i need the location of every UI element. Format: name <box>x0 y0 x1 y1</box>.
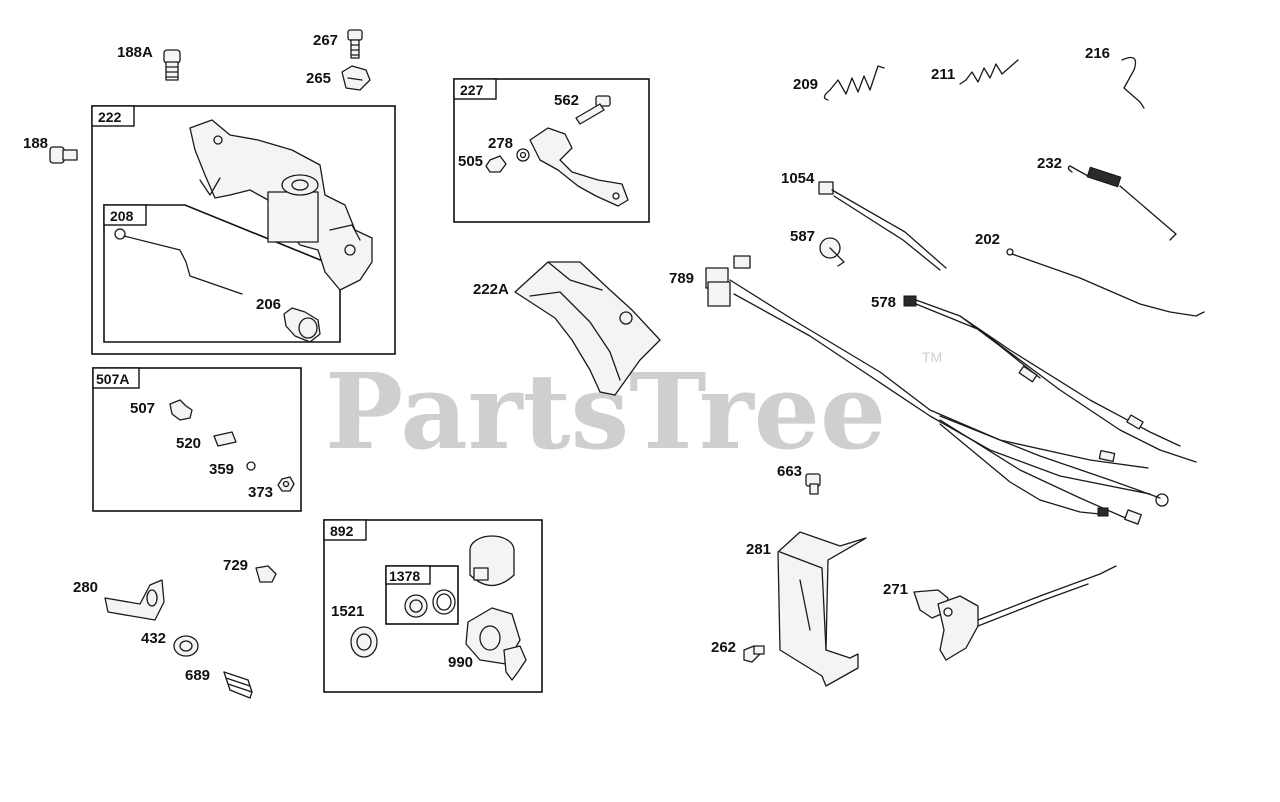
callout-280[interactable]: 280 <box>73 579 98 596</box>
box-label-222: 222 <box>98 109 122 125</box>
cable-tie-1054-part[interactable] <box>818 181 947 271</box>
lever-227-part[interactable] <box>529 127 629 207</box>
callout-278[interactable]: 278 <box>488 135 513 152</box>
box-227: 227 <box>453 78 650 223</box>
callout-262[interactable]: 262 <box>711 639 736 656</box>
washer-359-part[interactable] <box>246 461 256 471</box>
callout-216[interactable]: 216 <box>1085 45 1110 62</box>
wiring-harness-789-part[interactable] <box>705 255 1169 525</box>
clip-265-part[interactable] <box>341 65 371 91</box>
nut-373-part[interactable] <box>277 476 295 492</box>
box-label-227: 227 <box>460 82 484 98</box>
throttle-bracket-part[interactable] <box>189 119 373 291</box>
rod-216-part[interactable] <box>1121 56 1145 109</box>
spring-232-part[interactable] <box>1067 165 1177 241</box>
callout-209[interactable]: 209 <box>793 76 818 93</box>
screw-663-part[interactable] <box>805 473 821 495</box>
callout-505[interactable]: 505 <box>458 153 483 170</box>
box-1378: 1378 <box>385 565 459 625</box>
callout-222A[interactable]: 222A <box>473 281 509 298</box>
box-208: 208 <box>103 204 341 343</box>
callout-206[interactable]: 206 <box>256 296 281 313</box>
clip-729-part[interactable] <box>255 565 277 583</box>
callout-1521[interactable]: 1521 <box>331 603 364 620</box>
callout-188A[interactable]: 188A <box>117 44 153 61</box>
knob-206-part[interactable] <box>283 307 321 343</box>
box-222: 222 <box>91 105 396 355</box>
throttle-lever-222A-part[interactable] <box>514 261 661 396</box>
callout-373[interactable]: 373 <box>248 484 273 501</box>
governor-rod-part[interactable] <box>114 228 243 295</box>
key-switch-990-part[interactable] <box>465 607 527 681</box>
ignition-switch-part[interactable] <box>469 535 515 587</box>
callout-267[interactable]: 267 <box>313 32 338 49</box>
nut-ring-1378-part[interactable] <box>404 589 456 618</box>
screw-188-part[interactable] <box>49 146 78 164</box>
switch-507-part[interactable] <box>169 399 193 421</box>
callout-578[interactable]: 578 <box>871 294 896 311</box>
callout-1054[interactable]: 1054 <box>781 170 815 187</box>
callout-202[interactable]: 202 <box>975 231 1000 248</box>
callout-587[interactable]: 587 <box>790 228 815 245</box>
box-label-1378: 1378 <box>389 568 420 584</box>
callout-281[interactable]: 281 <box>746 541 771 558</box>
screw-267-part[interactable] <box>347 29 363 59</box>
box-507A: 507A <box>92 367 302 512</box>
box-label-507A: 507A <box>96 371 129 387</box>
box-892: 892 <box>323 519 543 693</box>
screw-262-part[interactable] <box>743 645 765 663</box>
plate-520-part[interactable] <box>213 431 237 447</box>
rod-202-part[interactable] <box>1006 248 1205 317</box>
bracket-280-part[interactable] <box>104 579 165 621</box>
box-label-892: 892 <box>330 523 354 539</box>
bolt-562-part[interactable] <box>575 95 611 125</box>
callout-432[interactable]: 432 <box>141 630 166 647</box>
nut-505-part[interactable] <box>485 155 507 173</box>
watermark-tm: TM <box>922 349 942 365</box>
spring-209-part[interactable] <box>823 65 885 101</box>
callout-562[interactable]: 562 <box>554 92 579 109</box>
washer-278-part[interactable] <box>516 148 530 162</box>
callout-507[interactable]: 507 <box>130 400 155 417</box>
bezel-1521-part[interactable] <box>350 626 378 658</box>
screw-188A-part[interactable] <box>163 49 181 81</box>
callout-789[interactable]: 789 <box>669 270 694 287</box>
wire-578-part[interactable] <box>903 295 1197 463</box>
bushing-432-part[interactable] <box>173 635 199 657</box>
callout-729[interactable]: 729 <box>223 557 248 574</box>
callout-520[interactable]: 520 <box>176 435 201 452</box>
spring-689-part[interactable] <box>223 671 253 699</box>
callout-359[interactable]: 359 <box>209 461 234 478</box>
callout-211[interactable]: 211 <box>931 66 955 83</box>
throttle-control-271-part[interactable] <box>913 565 1117 661</box>
clamp-587-part[interactable] <box>819 237 845 267</box>
callout-271[interactable]: 271 <box>883 581 908 598</box>
bracket-281-part[interactable] <box>777 531 867 687</box>
spring-211-part[interactable] <box>959 59 1019 85</box>
callout-188[interactable]: 188 <box>23 135 48 152</box>
callout-689[interactable]: 689 <box>185 667 210 684</box>
callout-232[interactable]: 232 <box>1037 155 1062 172</box>
callout-990[interactable]: 990 <box>448 654 473 671</box>
callout-663[interactable]: 663 <box>777 463 802 480</box>
box-label-208: 208 <box>110 208 134 224</box>
callout-265[interactable]: 265 <box>306 70 331 87</box>
